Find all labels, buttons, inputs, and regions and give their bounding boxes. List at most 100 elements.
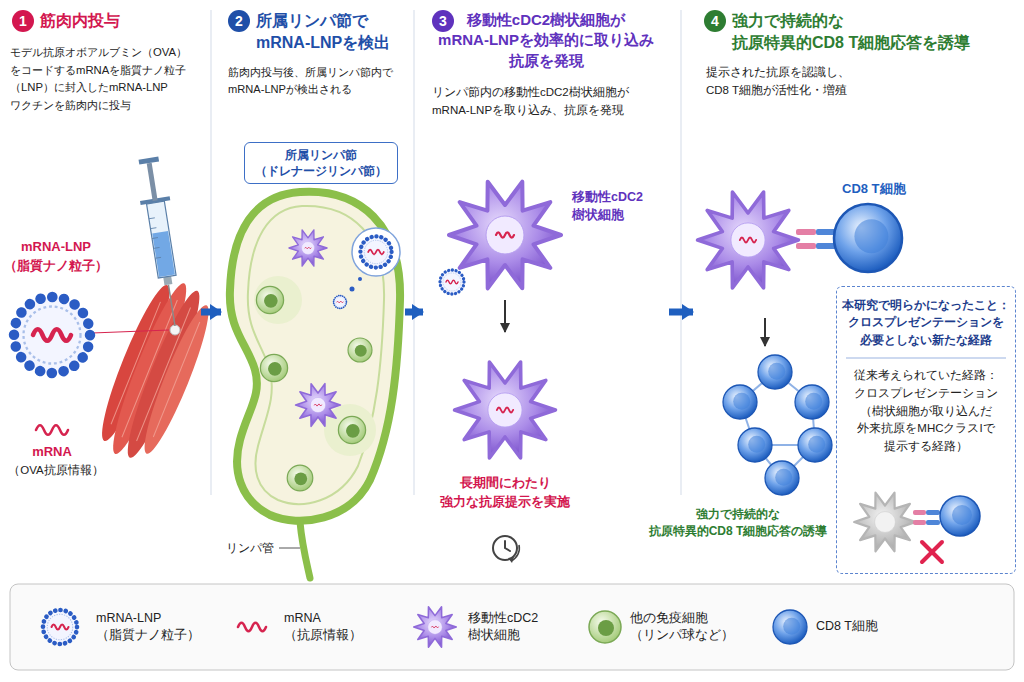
text-line: CD8 T細胞が活性化・増殖	[706, 82, 850, 100]
text-line: CD8 T細胞	[842, 180, 906, 199]
text-line: 外来抗原をMHCクラスIで	[841, 420, 1011, 438]
step-description: 提示された抗原を認識し、 CD8 T細胞が活性化・増殖	[706, 64, 850, 100]
legend-item: mRNA-LNP （脂質ナノ粒子）	[96, 610, 200, 645]
text-line: 樹状細胞	[468, 627, 538, 645]
clock-icon	[493, 536, 519, 563]
annotation-label: mRNA-LNP （脂質ナノ粒子）	[4, 238, 108, 276]
legend-label: 移動性cDC2 樹状細胞	[468, 610, 538, 645]
lymph-node-cells	[254, 228, 400, 491]
callout-box: 本研究で明らかになったこと： クロスプレゼンテーションを 必要としない新たな経路…	[836, 286, 1016, 574]
step-heading: 所属リンパ節で mRNA-LNPを検出	[256, 10, 390, 53]
annotation-label: （OVA抗原情報）	[8, 462, 103, 479]
text-line: mRNA-LNPが検出される	[228, 81, 393, 98]
text-line: （リンパ球など）	[630, 627, 734, 645]
annotation-label: 強力で持続的な 抗原特異的CD8 T細胞応答の誘導	[649, 506, 828, 541]
leader-line	[92, 330, 169, 333]
step-description: 筋肉内投与後、所属リンパ節内で mRNA-LNPが検出される	[228, 64, 393, 98]
text-line: 本研究で明らかになったこと：	[841, 297, 1011, 314]
label-box: 所属リンパ節 （ドレナージリンパ節）	[244, 142, 398, 184]
annotation-label: リンパ管	[226, 540, 274, 557]
text-line: 移動性cDC2	[572, 188, 643, 206]
lymph-node	[230, 192, 400, 521]
text-line: クロスプレゼンテーションを	[841, 314, 1011, 331]
receptor-bars	[796, 229, 836, 249]
text-line: mRNA-LNPを効率的に取り込み	[424, 30, 668, 50]
syringe	[134, 156, 190, 329]
step-heading: 強力で持続的な 抗原特異的CD8 T細胞応答を誘導	[732, 10, 970, 53]
down-arrow	[764, 318, 766, 346]
legend-sample	[43, 610, 77, 644]
text-line: 提示する経路）	[841, 438, 1011, 456]
mrna-symbol	[36, 425, 68, 435]
text-line: 強力で持続的な	[732, 10, 970, 32]
text-line: 移動性cDC2	[468, 610, 538, 628]
step-arrow	[201, 309, 221, 316]
text-line: mRNA-LNP	[4, 238, 108, 257]
legend-sample	[773, 610, 807, 644]
step-number-text: 2	[228, 10, 250, 32]
annotation-label: 長期間にわたり 強力な抗原提示を実施	[440, 474, 570, 512]
text-line: ワクチンを筋肉内に投与	[10, 97, 187, 115]
step-heading: 移動性cDC2樹状細胞が mRNA-LNPを効率的に取り込み 抗原を発現	[424, 10, 668, 71]
text-line: 移動性cDC2樹状細胞が	[424, 10, 668, 30]
text-line: 所属リンパ節で	[256, 10, 390, 32]
dendritic-cell	[455, 362, 556, 458]
legend-sample	[238, 623, 266, 631]
text-line: 所属リンパ節	[255, 147, 387, 163]
legend-item: 他の免疫細胞 （リンパ球など）	[630, 610, 734, 645]
legend-item: mRNA （抗原情報）	[284, 610, 362, 645]
legend-label: 他の免疫細胞 （リンパ球など）	[630, 610, 734, 645]
cross-mark	[922, 542, 942, 562]
text-line: 抗原特異的CD8 T細胞応答の誘導	[649, 523, 828, 540]
legend-label: mRNA （抗原情報）	[284, 610, 362, 645]
text-line: mRNA-LNPを検出	[256, 32, 390, 54]
text-line: （LNP）に封入したmRNA-LNP	[10, 79, 187, 97]
text-line: 提示された抗原を認識し、	[706, 64, 850, 82]
step-number-text: 1	[12, 10, 34, 32]
text-line: リンパ節内の移動性cDC2樹状細胞が	[432, 84, 629, 102]
text-line: （ドレナージリンパ節）	[255, 163, 387, 179]
t-cell-cluster	[723, 355, 832, 495]
step-description: モデル抗原オボアルブミン（OVA） をコードするmRNAを脂質ナノ粒子 （LNP…	[10, 44, 187, 114]
step-number: 4	[704, 10, 726, 32]
annotation-label: CD8 T細胞	[842, 180, 906, 199]
box-label: 所属リンパ節 （ドレナージリンパ節）	[255, 147, 387, 179]
step-panel: 移動性cDC2樹状細胞が mRNA-LNPを効率的に取り込み 抗原を発現リンパ節…	[424, 4, 668, 576]
text-line: 抗原特異的CD8 T細胞応答を誘導	[732, 32, 970, 54]
text-line: 筋肉内投与	[40, 10, 120, 32]
text-line: 従来考えられていた経路：	[841, 367, 1011, 385]
step-panel: 所属リンパ節で mRNA-LNPを検出筋肉内投与後、所属リンパ節内で mRNA-…	[222, 4, 404, 576]
text-line: （脂質ナノ粒子）	[96, 627, 200, 645]
step-panel: 筋肉内投与モデル抗原オボアルブミン（OVA） をコードするmRNAを脂質ナノ粒子…	[4, 4, 200, 576]
step-number: 2	[228, 10, 250, 32]
text-line: mRNA	[284, 610, 362, 628]
legend-item: CD8 T細胞	[816, 618, 878, 636]
legend-label: mRNA-LNP （脂質ナノ粒子）	[96, 610, 200, 645]
step-number: 1	[12, 10, 34, 32]
text-line: 抗原を発現	[424, 51, 668, 71]
step-heading: 筋肉内投与	[40, 10, 120, 32]
text-line: mRNA	[32, 443, 72, 462]
step-number-text: 4	[704, 10, 726, 32]
previous-pathway-text: 従来考えられていた経路： クロスプレゼンテーション （樹状細胞が取り込んだ 外来…	[841, 367, 1011, 456]
text-line: をコードするmRNAを脂質ナノ粒子	[10, 62, 187, 80]
injection-site	[170, 325, 180, 335]
text-line: （OVA抗原情報）	[8, 462, 103, 479]
annotation-label: 移動性cDC2 樹状細胞	[572, 188, 643, 224]
leader-line	[279, 548, 300, 549]
muscle	[89, 273, 222, 469]
cd8-t-cell	[834, 204, 902, 272]
text-line: （抗原情報）	[284, 627, 362, 645]
text-line: 長期間にわたり	[440, 474, 570, 493]
step-number: 3	[432, 10, 454, 32]
text-line: （樹状細胞が取り込んだ	[841, 403, 1011, 421]
text-line: 強力な抗原提示を実施	[440, 493, 570, 512]
text-line: 強力で持続的な	[649, 506, 828, 523]
step-number-text: 3	[432, 10, 454, 32]
cd8-t-cell	[940, 496, 980, 536]
step-arrow	[405, 309, 423, 316]
receptor-bars	[913, 510, 940, 525]
annotation-label: mRNA	[32, 443, 72, 462]
text-line: （脂質ナノ粒子）	[4, 257, 108, 276]
